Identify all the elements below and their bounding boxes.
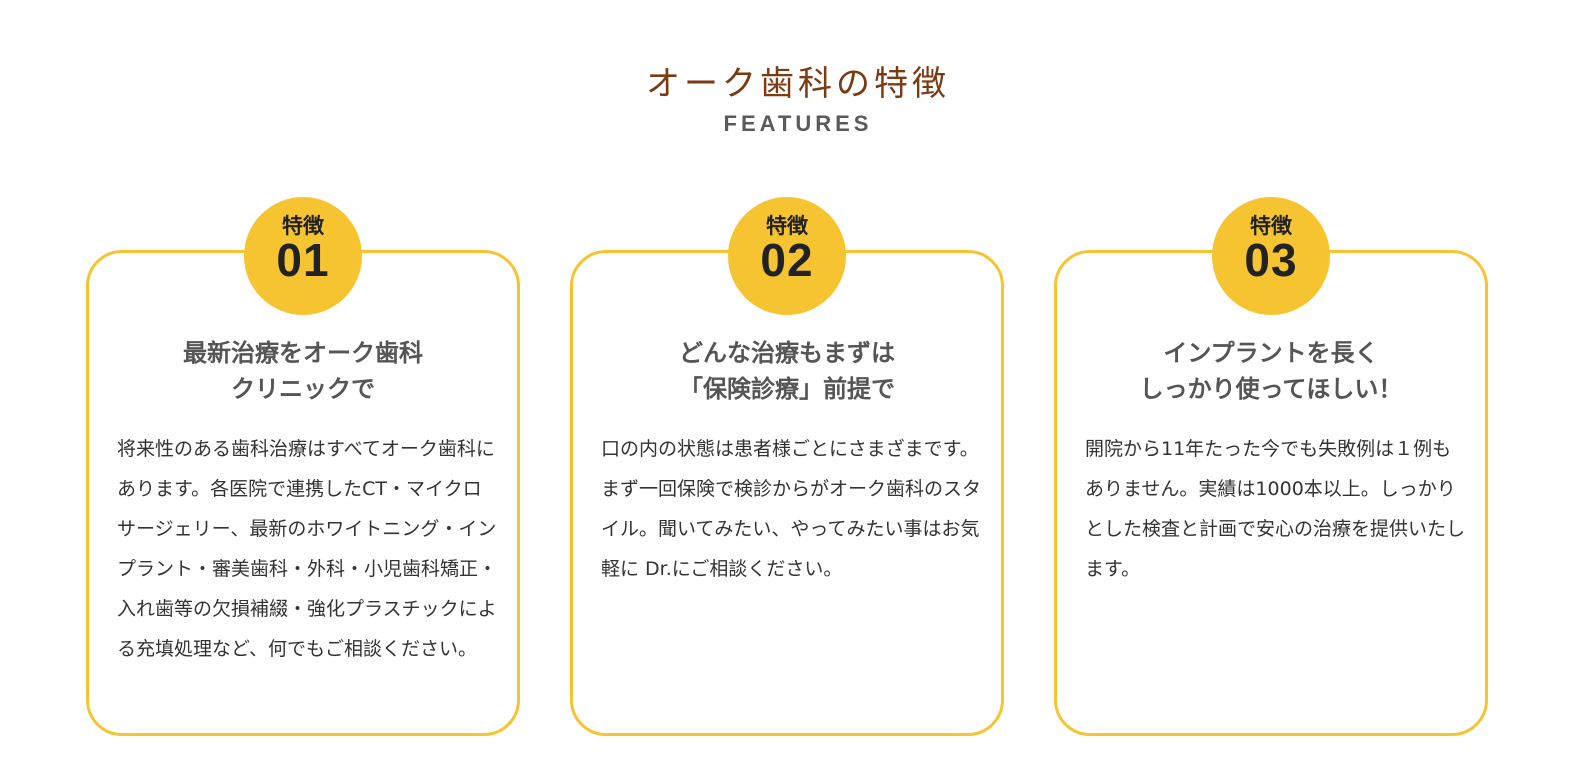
feature-description: 開院から11年たった今でも失敗例は１例もありません。実績は1000本以上。しっか… (1085, 438, 1466, 580)
section-title: オーク歯科の特徴 (646, 64, 950, 104)
feature-badge: 特徴 03 (1212, 197, 1330, 315)
feature-title: インプラントを長く しっかり使ってほしい！ (1139, 339, 1403, 403)
badge-label: 特徴 (282, 214, 324, 238)
badge-number: 01 (276, 234, 330, 286)
feature-card-03: 特徴 03 インプラントを長く しっかり使ってほしい！ 開院から11年たった今で… (1054, 197, 1488, 736)
section-subtitle: FEATURES (723, 111, 873, 136)
feature-card-01: 特徴 01 最新治療をオーク歯科 クリニックで 将来性のある歯科治療はすべてオー… (86, 197, 520, 736)
feature-title: 最新治療をオーク歯科 クリニックで (183, 339, 423, 403)
feature-badge: 特徴 02 (728, 197, 846, 315)
badge-label: 特徴 (766, 214, 808, 238)
feature-description: 口の内の状態は患者様ごとにさまざまです。まず一回保険で検診からがオーク歯科のスタ… (601, 438, 982, 580)
feature-description: 将来性のある歯科治療はすべてオーク歯科にあります。各医院で連携したCT・マイクロ… (117, 438, 498, 660)
section-heading: オーク歯科の特徴 FEATURES (0, 62, 1596, 138)
badge-number: 02 (760, 234, 814, 286)
feature-title: どんな治療もまずは 「保険診療」前提で (679, 339, 895, 403)
feature-card-02: 特徴 02 どんな治療もまずは 「保険診療」前提で 口の内の状態は患者様ごとにさ… (570, 197, 1004, 736)
badge-number: 03 (1244, 234, 1298, 286)
feature-badge: 特徴 01 (244, 197, 362, 315)
badge-label: 特徴 (1250, 214, 1292, 238)
